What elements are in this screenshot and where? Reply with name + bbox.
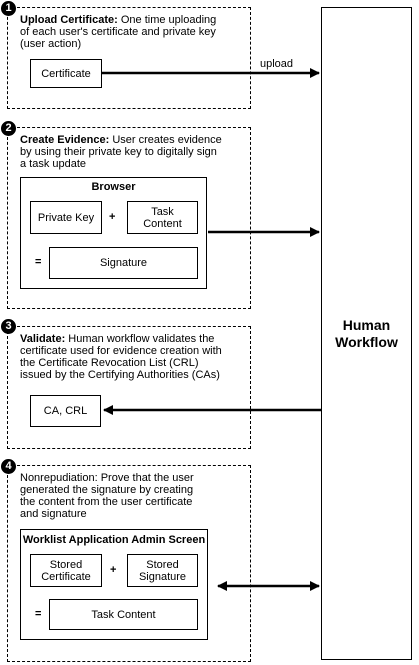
step-3-region	[7, 326, 251, 449]
step-4-badge: 4	[1, 459, 16, 474]
step-2-text-line3: a task update	[20, 158, 87, 170]
certificate-box: Certificate	[30, 59, 102, 88]
worklist-admin-panel-title: Worklist Application Admin Screen	[22, 534, 206, 546]
step-1-text-line2: of each user's certificate and private k…	[20, 26, 216, 38]
step-3-text-line2: certificate used for evidence creation w…	[20, 345, 222, 357]
step-4-description: Nonrepudiation: Prove that the user gene…	[20, 472, 252, 520]
step-1-description: Upload Certificate: One time uploading o…	[20, 14, 252, 50]
step-3-text-line4: issued by the Certifying Authorities (CA…	[20, 369, 220, 381]
step-2-badge: 2	[1, 121, 16, 136]
step-4-text-line4: and signature	[20, 508, 87, 520]
step-3-text-line1: Human workflow validates the	[65, 333, 215, 345]
stored-certificate-line2: Certificate	[41, 570, 91, 583]
equals-sign: =	[35, 256, 42, 268]
step-1-title: Upload Certificate:	[20, 14, 118, 26]
task-content-line2: Content	[143, 217, 182, 230]
step-2-text-line2: by using their private key to digitally …	[20, 146, 217, 158]
step-3-badge: 3	[1, 319, 16, 334]
plus-sign: +	[110, 564, 117, 576]
step-1-badge: 1	[1, 1, 16, 16]
stored-signature-box: Stored Signature	[127, 554, 198, 587]
human-workflow-box: Human Workflow	[321, 7, 412, 660]
step-2-description: Create Evidence: User creates evidence b…	[20, 134, 252, 170]
step-3-description: Validate: Human workflow validates the c…	[20, 333, 252, 381]
ca-crl-box: CA, CRL	[30, 395, 101, 427]
step-4-text-line1: Nonrepudiation: Prove that the user	[20, 472, 194, 484]
stored-certificate-line1: Stored	[49, 558, 83, 571]
equals-sign: =	[35, 608, 42, 620]
task-content-line1: Task	[151, 205, 174, 218]
step-1-text-line3: (user action)	[20, 38, 82, 50]
step-4-text-line3: the content from the user certificate	[20, 496, 193, 508]
task-content-result-box: Task Content	[49, 599, 198, 630]
step-1-text-line1: One time uploading	[117, 14, 217, 26]
private-key-box: Private Key	[30, 201, 102, 234]
human-workflow-label-line2: Workflow	[335, 333, 398, 350]
stored-signature-line1: Stored	[146, 558, 179, 571]
step-3-title: Validate:	[20, 333, 66, 345]
step-1-region	[7, 7, 251, 109]
stored-certificate-box: Stored Certificate	[30, 554, 102, 587]
step-4-text-line2: generated the signature by creating	[20, 484, 194, 496]
stored-signature-line2: Signature	[138, 570, 187, 583]
step-2-text-line1: User creates evidence	[109, 134, 222, 146]
step-3-text-line3: the Certificate Revocation List (CRL)	[20, 357, 199, 369]
browser-panel-title: Browser	[91, 181, 136, 193]
signature-box: Signature	[49, 247, 198, 279]
human-workflow-label-line1: Human	[342, 316, 391, 333]
plus-sign: +	[109, 211, 116, 223]
upload-arrow-label: upload	[260, 58, 294, 70]
task-content-box: Task Content	[127, 201, 198, 234]
step-2-title: Create Evidence:	[20, 134, 110, 146]
